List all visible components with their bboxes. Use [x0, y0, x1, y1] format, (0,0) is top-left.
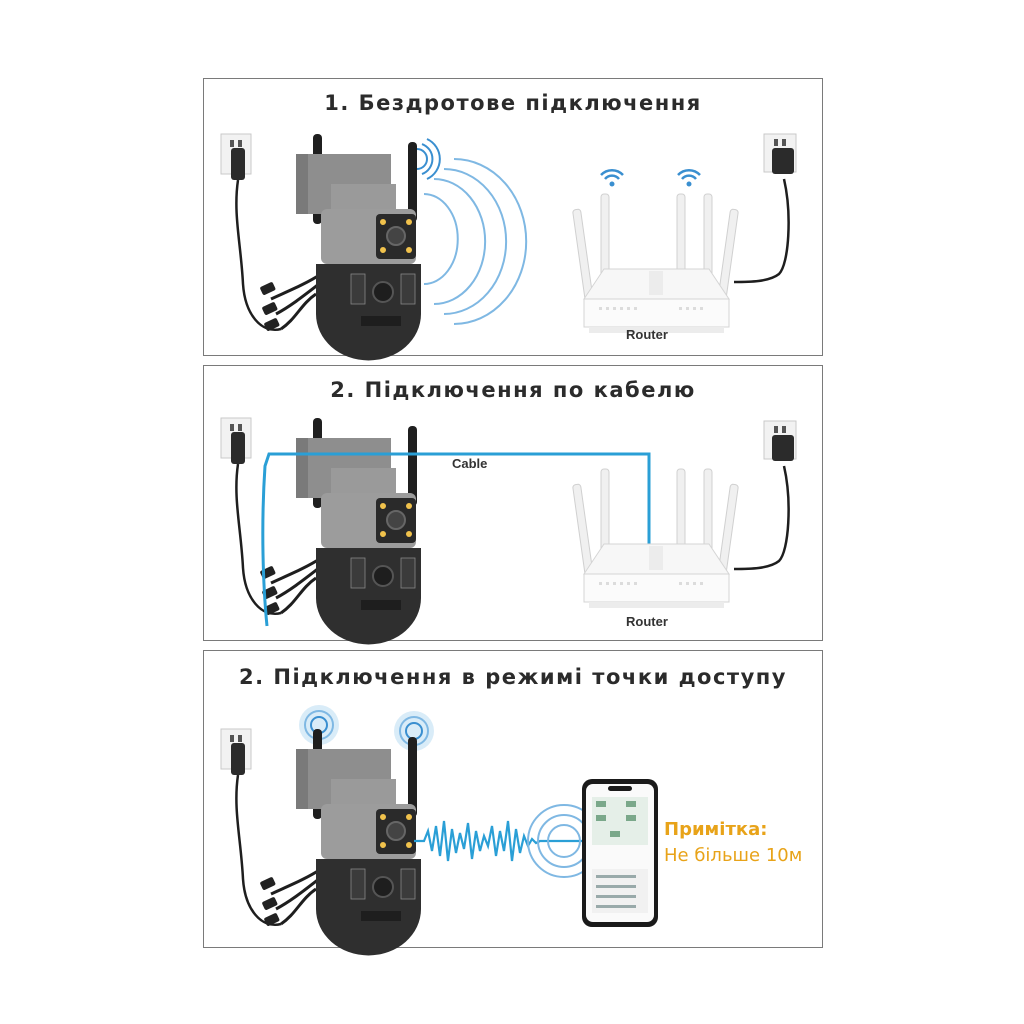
power-cable [733, 178, 790, 284]
panel-wireless: 1. Бездротове підключення Router [203, 78, 823, 362]
smartphone-icon [582, 779, 658, 927]
cable-label: Cable [452, 456, 488, 471]
router-icon [571, 193, 740, 334]
ethernet-cable [261, 452, 651, 627]
camera-icon [219, 727, 423, 957]
router-label: Router [626, 614, 668, 629]
camera-icon [219, 132, 423, 362]
note-title: Примітка: [664, 819, 768, 840]
signal-wave-icon [414, 804, 601, 878]
panel-access-point: 2. Підключення в режимі точки доступу Пр… [203, 650, 823, 957]
note-text: Не більше 10м [664, 845, 803, 866]
panel-title: 2. Підключення по кабелю [330, 378, 696, 402]
wifi-icon [677, 168, 701, 187]
signal-wave-icon [416, 138, 528, 325]
power-cable [733, 465, 790, 571]
panel-cable: 2. Підключення по кабелю Cable Router [203, 365, 823, 646]
wifi-icon [600, 168, 624, 187]
router-label: Router [626, 327, 668, 342]
panel-title: 1. Бездротове підключення [324, 91, 702, 115]
router-icon [571, 468, 740, 609]
panel-title: 2. Підключення в режимі точки доступу [238, 665, 787, 689]
